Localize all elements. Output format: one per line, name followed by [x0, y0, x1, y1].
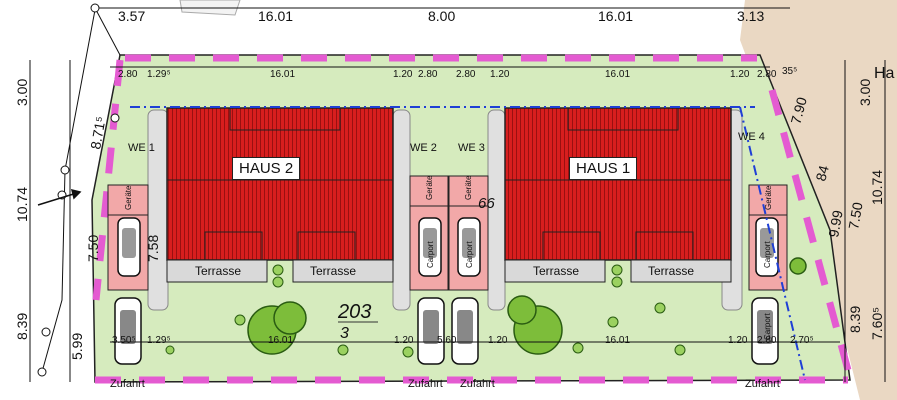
carport-label-2: Carport — [465, 241, 474, 268]
terrace-4 — [630, 259, 732, 283]
we-3-label: WE 3 — [458, 142, 485, 154]
path-mid-left — [392, 109, 411, 311]
terrace-2-label: Terrasse — [310, 264, 357, 278]
bottom-dim-7: 16.01 — [605, 335, 630, 346]
right-dim-8: 7.60⁵ — [869, 307, 885, 340]
haus-1-building — [504, 107, 732, 261]
entry-arrow — [37, 188, 82, 206]
top-dim-3: 8.00 — [428, 8, 455, 24]
left-dim-4: 7.50 — [85, 235, 101, 262]
left-dim-3: 10.74 — [14, 187, 30, 222]
boundary-hatch — [92, 54, 852, 384]
inner-dim-f: 2.80 — [456, 69, 476, 80]
inner-dim-a: 2.80 — [118, 69, 138, 80]
zufahrt-1-label: Zufahrt — [110, 378, 145, 390]
geraete-mid-left: Geräte — [425, 175, 434, 200]
top-dim-4: 16.01 — [598, 8, 633, 24]
house-2-label: HAUS 2 — [232, 157, 301, 180]
haus-2-building — [166, 107, 394, 261]
shrubs — [165, 264, 686, 358]
inner-dim-i: 1.20 — [730, 69, 750, 80]
carport-label-4: Carport — [763, 313, 772, 340]
carport-label-3: Carport — [763, 241, 772, 268]
carport-right — [748, 184, 788, 291]
inner-dim-e: 2.80 — [418, 69, 438, 80]
right-dim-3: 10.74 — [869, 170, 885, 205]
right-dim-7: 8.39 — [847, 306, 863, 333]
zufahrt-4-label: Zufahrt — [745, 378, 780, 390]
terrace-3 — [504, 259, 606, 283]
bottom-dim-4: 1.20 — [394, 335, 414, 346]
inner-dim-h: 16.01 — [605, 69, 630, 80]
carport-mid-right — [448, 175, 489, 291]
bottom-dim-8: 1.20 — [728, 335, 748, 346]
geraete-right: Geräte — [764, 185, 773, 210]
corner-text: Ha — [874, 65, 895, 82]
terrace-1-label: Terrasse — [195, 264, 242, 278]
left-dim-5: 7.58 — [145, 235, 161, 262]
we-4-label: WE 4 — [738, 131, 765, 143]
right-dim-6: 9.99 — [825, 209, 846, 239]
parcel-sub: 3 — [340, 325, 349, 342]
dimension-lines — [29, 7, 886, 382]
house-1-label: HAUS 1 — [569, 157, 638, 180]
right-dim-2: 3.00 — [857, 79, 873, 106]
bottom-dim-5: 5.60 — [437, 335, 457, 346]
carport-left — [107, 184, 149, 291]
bottom-dim-2: 1.29⁵ — [147, 335, 171, 346]
zufahrt-3-label: Zufahrt — [460, 378, 495, 390]
left-dim-7: 5.99 — [69, 333, 85, 360]
right-dim-4: 84 — [812, 163, 832, 182]
right-dim-1: 7.90 — [787, 95, 810, 126]
terrace-3-label: Terrasse — [533, 264, 580, 278]
building-line — [130, 106, 806, 381]
carport-label-1: Carport — [426, 241, 435, 268]
bottom-dim-9: 2.80 — [757, 335, 777, 346]
zufahrt-2-label: Zufahrt — [408, 378, 443, 390]
we-1-label: WE 1 — [128, 142, 155, 154]
inner-dim-d: 1.20 — [393, 69, 413, 80]
terrace-2 — [292, 259, 394, 283]
left-dim-1: 3.00 — [14, 79, 30, 106]
carport-mid-left — [409, 175, 449, 291]
top-dim-1: 3.57 — [118, 8, 145, 24]
terrace-4-label: Terrasse — [648, 264, 695, 278]
inner-dim-k: 35⁵ — [782, 66, 797, 77]
inner-dim-c: 16.01 — [270, 69, 295, 80]
geraete-left: Geräte — [124, 185, 133, 210]
top-dim-2: 16.01 — [258, 8, 293, 24]
bottom-dim-1: 3.50⁵ — [112, 335, 136, 346]
bottom-dim-6: 1.20 — [488, 335, 508, 346]
terrace-1 — [166, 259, 268, 283]
inner-dim-b: 1.29⁵ — [147, 69, 171, 80]
we-2-label: WE 2 — [410, 142, 437, 154]
inner-dim-j: 2.80 — [757, 69, 777, 80]
left-dim-2: 8.71⁵ — [87, 115, 108, 150]
bottom-dim-10: 2.70⁵ — [790, 335, 814, 346]
path-left — [147, 109, 169, 311]
bottom-dim-3: 16.01 — [268, 335, 293, 346]
inner-dim-g: 1.20 — [490, 69, 510, 80]
left-dim-6: 8.39 — [14, 313, 30, 340]
top-dim-5: 3.13 — [737, 8, 764, 24]
neighbor-parcel-number: 66 — [478, 195, 495, 212]
geraete-mid-right: Geräte — [464, 175, 473, 200]
parcel-number: 203 — [337, 301, 371, 323]
right-dim-5: 7.50 — [845, 201, 866, 231]
